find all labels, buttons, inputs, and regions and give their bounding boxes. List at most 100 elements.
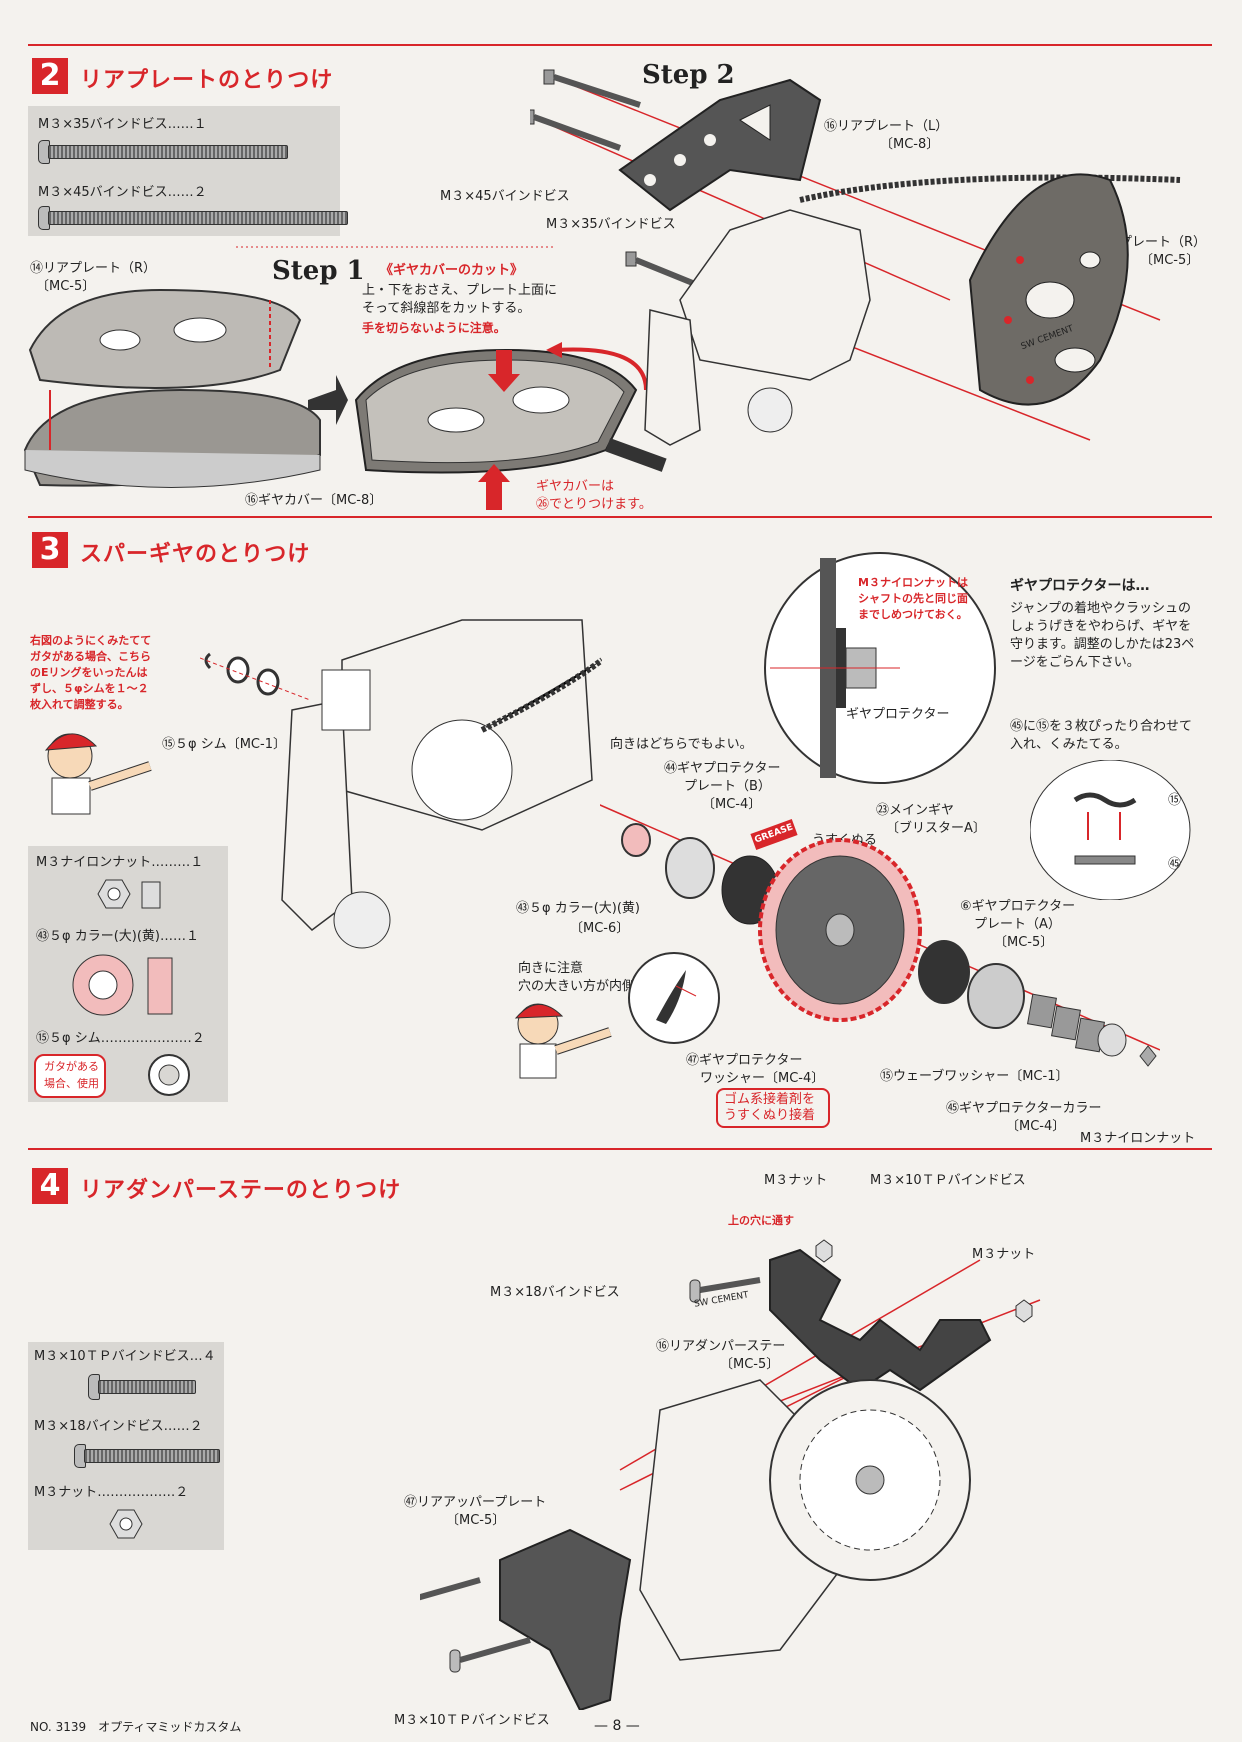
gearbox-illustration (281, 619, 602, 949)
part-label: M３ナット………………２ (34, 1485, 189, 1500)
note-text: ゴム系接着剤を (724, 1092, 816, 1107)
part-label: ㊸５φ カラー(大)(黄)……１ (36, 929, 199, 944)
cut-illustration (308, 342, 667, 510)
screw-icon (48, 145, 288, 159)
mascot-icon (514, 1003, 612, 1079)
part-mc: 〔MC-6〕 (570, 921, 630, 936)
note-badge: ゴム系接着剤を うすくぬり接着 (716, 1088, 830, 1128)
note-text: 場合、使用 (44, 1077, 99, 1090)
part-callout: ㊹ギヤプロテクター (664, 761, 781, 776)
part-mc: 〔MC-5〕 (720, 1357, 780, 1372)
mascot-icon (44, 733, 152, 815)
part-label: M３ナイロンナット………１ (36, 855, 204, 870)
detail-circle (628, 952, 720, 1044)
info-text: ージをごらん下さい。 (1010, 655, 1140, 670)
info-text: しょうげきをやわらげ、ギヤを (1010, 619, 1192, 634)
section-divider (28, 44, 1212, 46)
info-heading: ギヤプロテクターは… (1010, 578, 1150, 594)
part-mc: 〔ブリスターA〕 (886, 821, 986, 836)
part-callout: ⑮５φ シム〔MC-1〕 (162, 737, 286, 752)
note-badge: ガタがある 場合、使用 (34, 1054, 106, 1098)
warning-text: 手を切らないように注意。 (362, 321, 506, 335)
section-number: 3 (32, 532, 68, 568)
part-callout: ⑯リアプレート（L） (824, 119, 949, 134)
note-text: のEリングをいったんは (30, 666, 148, 679)
gear-stack-illustration (600, 804, 1160, 1067)
parts-box: M３×10ＴＰバインドビス…４ M３×18バインドビス……２ M３ナット…………… (28, 1342, 224, 1550)
part-callout: ⑮ウェーブワッシャー〔MC-1〕 (880, 1069, 1069, 1084)
part-callout: プレート（B） (684, 779, 771, 794)
step2-illustration (530, 69, 1181, 446)
part-callout: M３×10ＴＰバインドビス (870, 1173, 1026, 1188)
info-text: ㊺に⑮を３枚ぴったり合わせて (1010, 719, 1193, 734)
part-mc: 〔MC-5〕 (36, 279, 96, 294)
part-callout: ㉓メインギヤ (876, 803, 955, 818)
nut-icon (109, 1509, 143, 1539)
part-callout: ⑯リアダンパーステー (656, 1339, 786, 1354)
shim-icon (148, 1054, 190, 1096)
screw-icon (84, 1449, 220, 1463)
step1-heading: Step 1 (272, 256, 365, 286)
section-title: リアダンパーステーのとりつけ (80, 1178, 402, 1203)
part-callout: M３×45バインドビス (440, 189, 570, 204)
section-number: 4 (32, 1168, 68, 1204)
part-mc: 〔MC-5〕 (1140, 253, 1200, 268)
part-mc: 〔MC-5〕 (446, 1513, 506, 1528)
damper-stay-illustration (420, 1239, 1041, 1710)
part-callout: ㊺ギヤプロテクターカラー (946, 1101, 1102, 1116)
part-callout: ワッシャー〔MC-4〕 (700, 1071, 825, 1086)
screw-icon (98, 1380, 196, 1394)
note-text: ギヤカバーは (536, 479, 615, 494)
part-mc: 〔MC-4〕 (702, 797, 762, 812)
part-callout: M３×10ＴＰバインドビス (394, 1713, 550, 1728)
part-callout: ㊸５φ カラー(大)(黄) (516, 901, 640, 916)
wave-washer-detail (1030, 760, 1191, 900)
section-divider (28, 516, 1212, 518)
section-number: 2 (32, 58, 68, 94)
instruction-text: 上・下をおさえ、プレート上面に (362, 283, 558, 298)
part-label: M３×18バインドビス……２ (34, 1419, 203, 1434)
part-mc: 〔MC-5〕 (994, 935, 1054, 950)
section-title: スパーギヤのとりつけ (80, 542, 311, 567)
note-text: 上の穴に通す (728, 1214, 794, 1227)
part-callout: M３ナイロンナット (1080, 1131, 1196, 1146)
part-number: ㊺ (1168, 857, 1182, 872)
note-text: 向きに注意 (518, 961, 584, 976)
note-text: ㉖でとりつけます。 (536, 497, 652, 512)
dotted-guide (236, 246, 556, 248)
part-callout: M３×18バインドビス (490, 1285, 620, 1300)
part-label: M３×45バインドビス……２ (38, 185, 207, 200)
note-text: 穴の大きい方が内側 (518, 979, 636, 994)
zoom-label: ギヤプロテクター (846, 707, 950, 722)
part-callout: プレート（A） (974, 917, 1061, 932)
part-callout: M３×35バインドビス (546, 217, 676, 232)
gear-cover-illustration (23, 288, 321, 488)
note-text: ガタがある (44, 1060, 99, 1073)
step1-subhead: 《ギヤカバーのカット》 (380, 263, 524, 278)
part-mc: 〔MC-4〕 (1006, 1119, 1066, 1134)
nut-icon (97, 879, 161, 909)
parts-box: M３ナイロンナット………１ ㊸５φ カラー(大)(黄)……１ ⑮５φ シム………… (28, 846, 228, 1102)
parts-box: M３×35バインドビス……１ M３×45バインドビス……２ (28, 106, 348, 236)
part-label: ⑯ギヤカバー〔MC-8〕 (245, 493, 383, 508)
part-callout: 向きはどちらでもよい。 (610, 737, 753, 752)
part-number: ⑮ (1168, 793, 1182, 808)
page-number: — 8 — (594, 1718, 640, 1734)
zoom-circle (764, 552, 996, 784)
part-label: ⑮５φ シム…………………２ (36, 1031, 205, 1046)
section-title: リアプレートのとりつけ (80, 68, 334, 93)
part-callout: ㊼ギヤプロテクター (686, 1053, 803, 1068)
instruction-text: そって斜線部をカットする。 (362, 301, 531, 316)
part-label: ⑭リアプレート（R） (30, 261, 157, 276)
part-mc: 〔MC-8〕 (880, 137, 940, 152)
part-label: M３×35バインドビス……１ (38, 117, 207, 132)
note-text: ガタがある場合、こちら (30, 650, 151, 663)
note-text: シャフトの先と同じ面 (858, 592, 968, 605)
note-text: 右図のようにくみたてて (30, 634, 152, 647)
part-callout: ⑥ギヤプロテクター (960, 899, 1076, 914)
screw-icon (48, 211, 348, 225)
collar-icon (72, 954, 173, 1016)
part-callout: ㊼リアアッパープレート (404, 1495, 547, 1510)
footer-model: NO. 3139 オプティマミッドカスタム (30, 1720, 242, 1734)
note-text: うすくぬり接着 (724, 1108, 816, 1123)
